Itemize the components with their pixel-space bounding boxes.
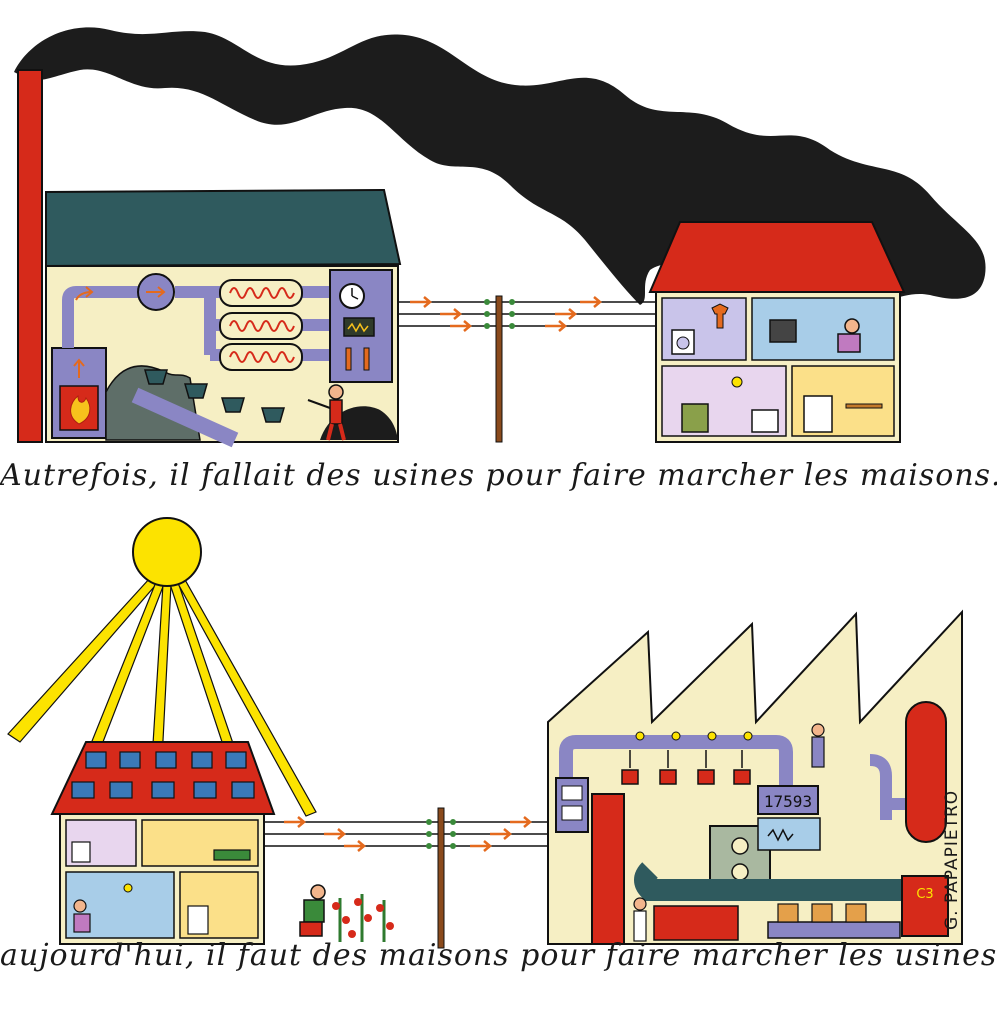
utility-pole-top bbox=[495, 295, 503, 443]
old-house-roof bbox=[648, 221, 906, 293]
person-icon bbox=[844, 318, 860, 334]
fire-icon bbox=[70, 394, 91, 425]
counter-display bbox=[757, 785, 819, 815]
cabinet-label: C3 bbox=[916, 887, 933, 902]
table-icon bbox=[845, 403, 883, 409]
stove-icon bbox=[187, 905, 209, 935]
arrow-right-icon bbox=[146, 286, 166, 298]
boiler-tank bbox=[905, 701, 947, 843]
thermometer-icon bbox=[363, 347, 370, 371]
tomato-plants bbox=[332, 894, 394, 942]
arrow-right-icon bbox=[75, 286, 94, 301]
factory-pipe bbox=[559, 735, 793, 810]
boilers bbox=[219, 279, 303, 371]
coal-carts bbox=[144, 369, 285, 423]
stove-icon bbox=[803, 395, 833, 433]
washing-machine-icon bbox=[71, 841, 91, 863]
chimney bbox=[17, 69, 43, 443]
cabinet bbox=[901, 875, 949, 937]
thermometer-icon bbox=[345, 347, 352, 371]
crates bbox=[777, 903, 867, 923]
floor-conveyor bbox=[767, 921, 901, 939]
new-factory-building bbox=[547, 609, 963, 945]
electric-meter bbox=[555, 777, 589, 833]
pipe bbox=[62, 286, 138, 348]
person-icon bbox=[73, 899, 87, 913]
worker-figure bbox=[633, 897, 647, 942]
lamp-icon bbox=[731, 376, 743, 388]
ceiling-lights bbox=[635, 731, 753, 741]
radiator-icon bbox=[751, 409, 779, 433]
control-console bbox=[757, 817, 821, 851]
old-factory-roof bbox=[45, 188, 402, 268]
sun bbox=[132, 517, 202, 587]
power-lines-top bbox=[398, 301, 655, 327]
technician-figure bbox=[811, 723, 825, 768]
arrow-up-icon bbox=[73, 358, 85, 378]
worker-figure bbox=[307, 384, 346, 441]
shirt-icon bbox=[711, 303, 729, 329]
armchair-icon bbox=[681, 403, 709, 433]
artist-signature: G. PAPAPIETRO bbox=[942, 790, 997, 930]
current-arrows-bottom bbox=[284, 816, 532, 852]
robot-grippers bbox=[621, 750, 751, 785]
utility-pole-bottom bbox=[437, 807, 445, 949]
caption-top: Autrefois, il fallait des usines pour fa… bbox=[0, 458, 997, 493]
bed-icon bbox=[213, 849, 251, 861]
new-house-roof bbox=[50, 741, 276, 815]
counter-value: 17593 bbox=[764, 792, 812, 811]
current-arrows-top bbox=[410, 296, 602, 332]
furnace-block bbox=[653, 905, 739, 941]
caption-bottom: aujourd'hui, il faut des maisons pour fa… bbox=[0, 938, 997, 973]
solar-panels bbox=[71, 751, 255, 799]
lamp-icon bbox=[123, 883, 133, 893]
factory-tower bbox=[591, 793, 625, 945]
conveyor-belt bbox=[131, 387, 239, 448]
tv-icon bbox=[769, 319, 797, 343]
gardener-figure bbox=[299, 884, 326, 937]
conveyor-tube bbox=[634, 862, 930, 901]
sun-rays bbox=[7, 577, 317, 817]
